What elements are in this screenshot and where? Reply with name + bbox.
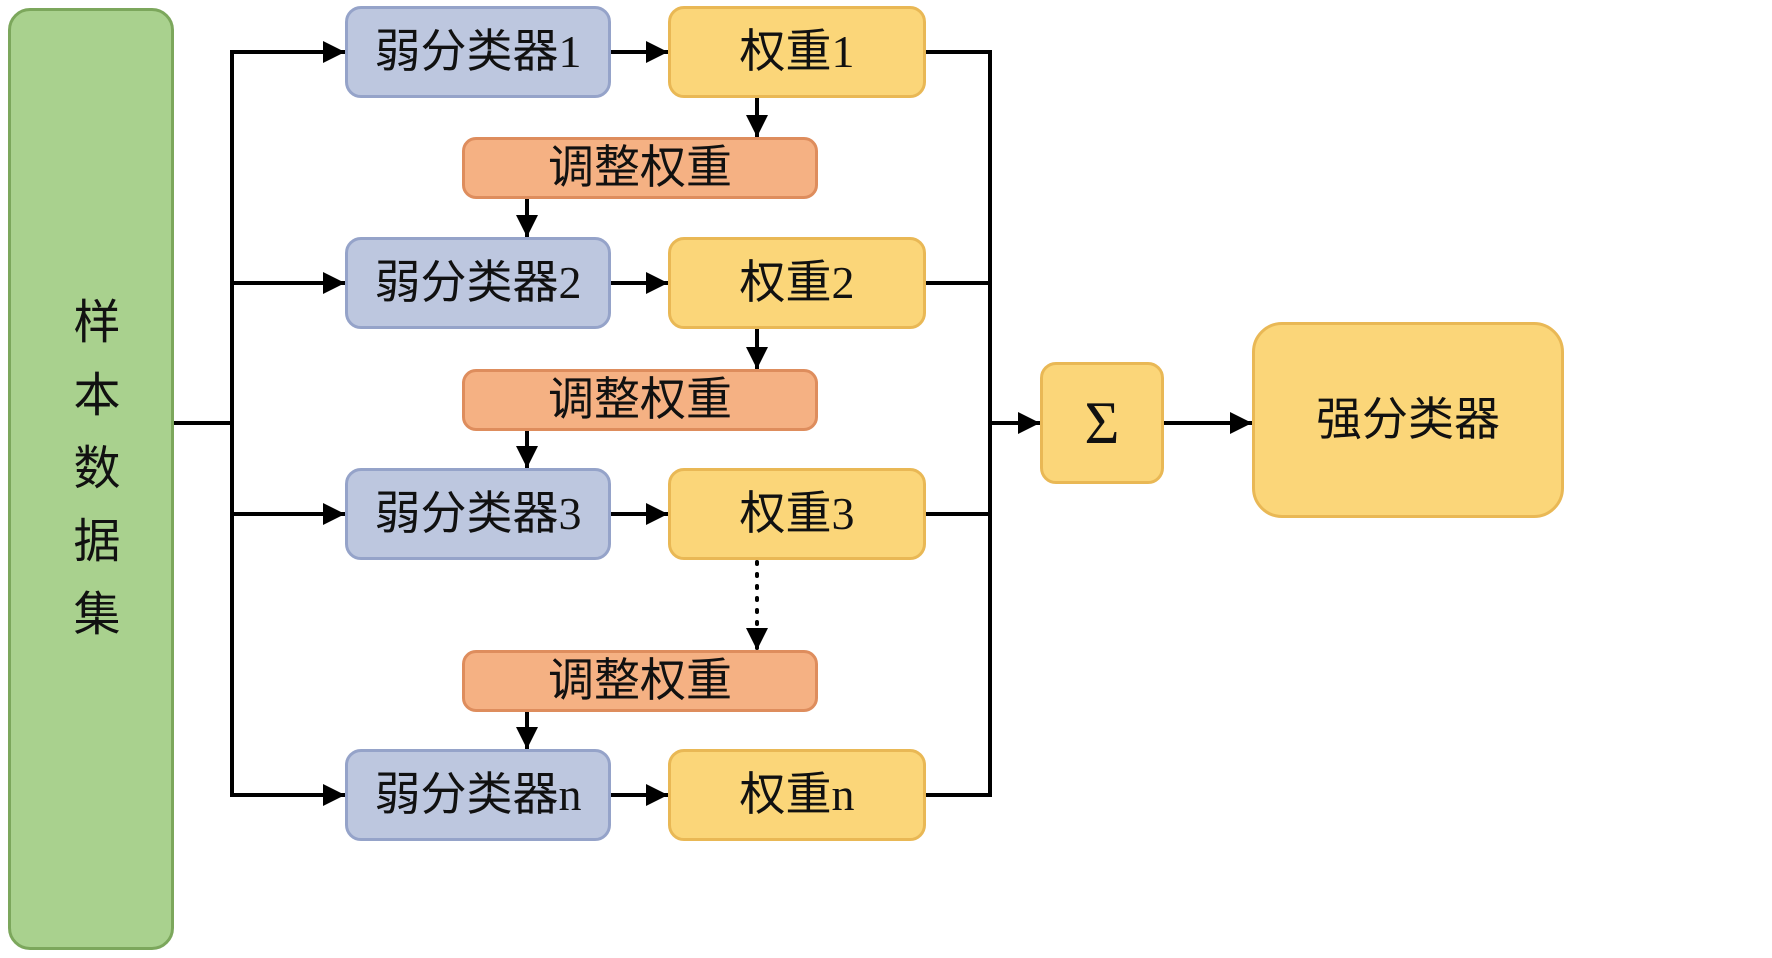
- strong-classifier-label: 强分类器: [1316, 394, 1500, 445]
- weight-3-label: 权重3: [739, 488, 855, 539]
- weight-1-node: 权重1: [668, 6, 926, 98]
- sum-node: Σ: [1040, 362, 1164, 484]
- weight-n-node: 权重n: [668, 749, 926, 841]
- strong-classifier-node: 强分类器: [1252, 322, 1564, 518]
- adjust-weight-2-node: 调整权重: [462, 369, 818, 431]
- sample-dataset-label: 样本数据集: [65, 296, 118, 662]
- weight-3-node: 权重3: [668, 468, 926, 560]
- weak-classifier-3-node: 弱分类器3: [345, 468, 611, 560]
- adjust-weight-3-label: 调整权重: [548, 655, 732, 706]
- adjust-weight-1-label: 调整权重: [548, 142, 732, 193]
- weight-n-label: 权重n: [739, 769, 855, 820]
- weak-classifier-2-node: 弱分类器2: [345, 237, 611, 329]
- weight-1-label: 权重1: [739, 26, 855, 77]
- weak-classifier-n-node: 弱分类器n: [345, 749, 611, 841]
- weight-2-node: 权重2: [668, 237, 926, 329]
- weak-classifier-2-label: 弱分类器2: [374, 257, 582, 308]
- sample-dataset-node: 样本数据集: [8, 8, 174, 950]
- weak-classifier-n-label: 弱分类器n: [374, 769, 582, 820]
- weight-2-label: 权重2: [739, 257, 855, 308]
- weak-classifier-3-label: 弱分类器3: [374, 488, 582, 539]
- adjust-weight-1-node: 调整权重: [462, 137, 818, 199]
- adjust-weight-2-label: 调整权重: [548, 374, 732, 425]
- weak-classifier-1-label: 弱分类器1: [374, 26, 582, 77]
- adjust-weight-3-node: 调整权重: [462, 650, 818, 712]
- weak-classifier-1-node: 弱分类器1: [345, 6, 611, 98]
- sum-label: Σ: [1084, 390, 1120, 456]
